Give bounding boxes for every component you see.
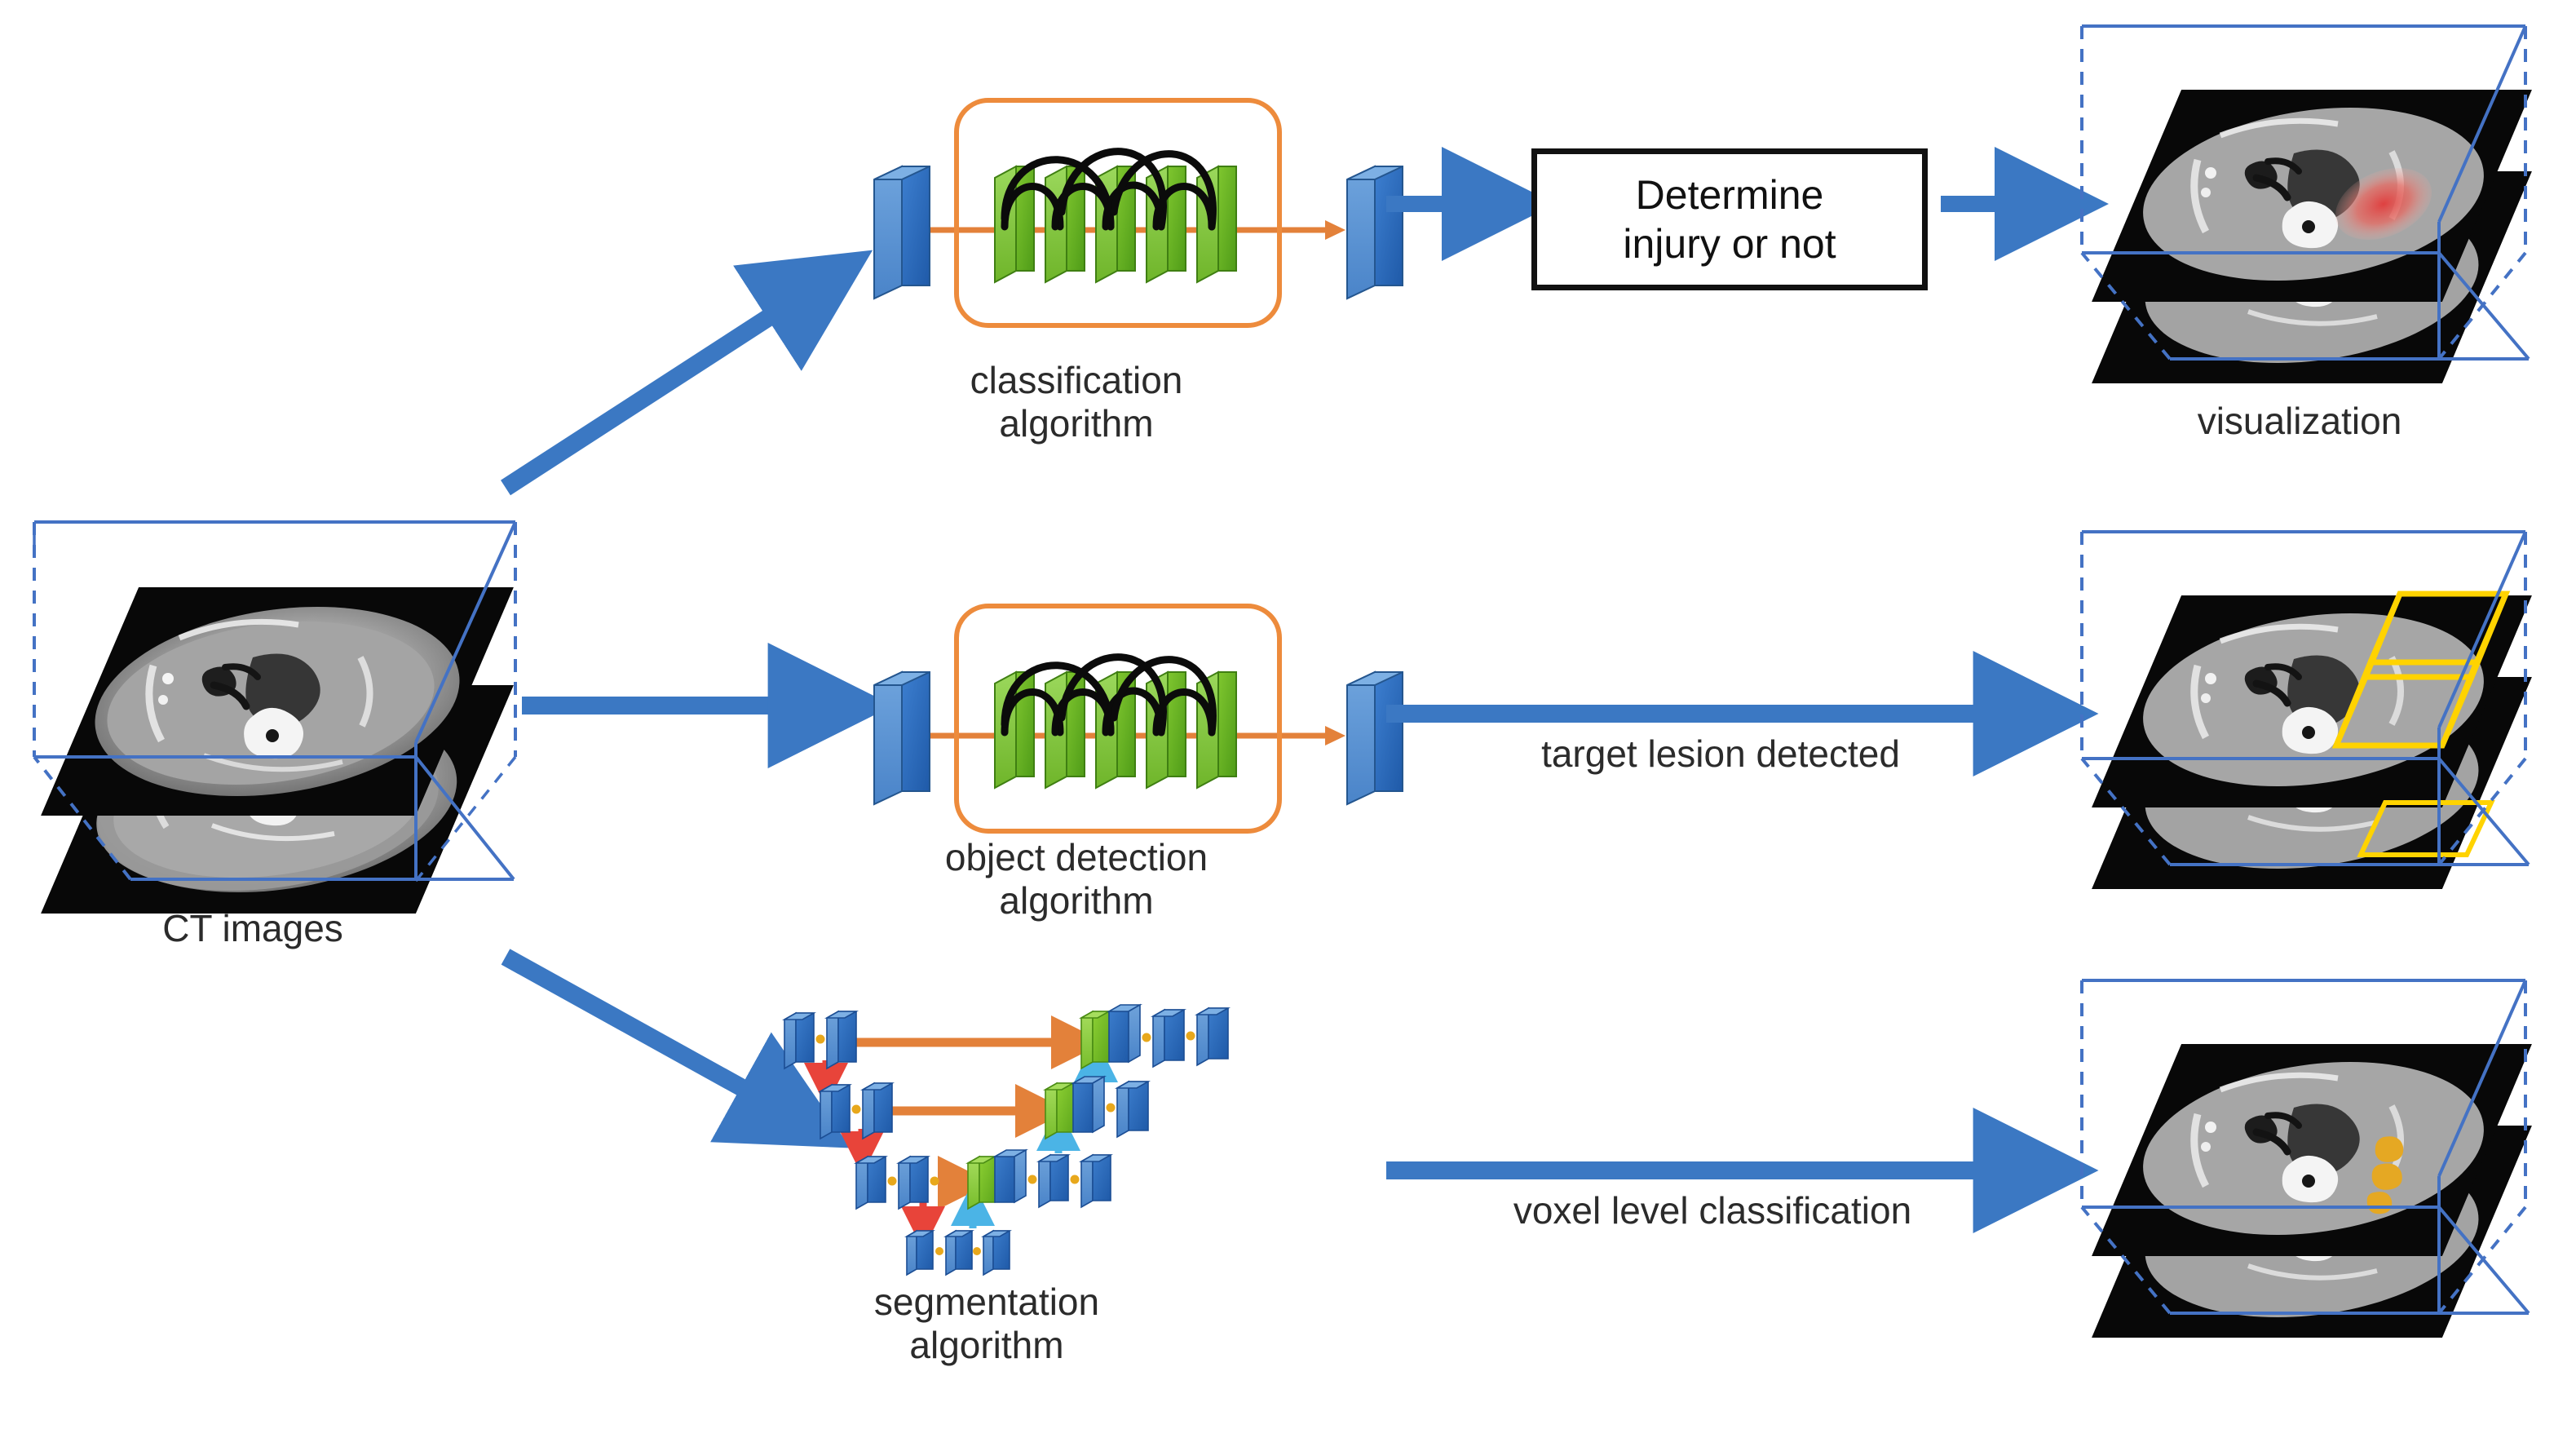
unet-level-4 [904,1229,1012,1276]
ct-volume-segmask-icon [2080,979,2532,1338]
detection-output-volume [2059,514,2565,897]
ct-volume-icon [33,520,517,914]
dense-skip-arcs [1001,148,1217,231]
ct-images-label: CT images [162,907,343,949]
segmentation-output-volume [2059,962,2565,1346]
downsample-arrows [804,1060,945,1250]
bounding-box-overlay [2331,591,2511,857]
unet-level-3 [853,1148,1114,1210]
output-feature-cube [1346,670,1403,806]
network-container-box [954,604,1282,834]
target-lesion-detected-label: target lesion detected [1541,732,1900,775]
input-feature-cube [873,165,930,300]
determine-injury-box: Determine injury or not [1531,148,1928,290]
classification-algorithm-label: classification algorithm [970,359,1183,445]
branch-arrow-segmentation [497,942,851,1148]
heatmap-overlay [2335,168,2432,240]
object-detection-network [856,587,1403,834]
branch-arrow-classification [489,250,873,514]
dense-cnn-layers [994,653,1237,790]
segmentation-algorithm-label: segmentation algorithm [873,1281,1100,1367]
dense-skip-arcs [1001,653,1217,737]
dense-cnn-layers [994,148,1237,284]
segmentation-unet [767,987,1451,1297]
branch-arrow-detection [522,643,894,768]
ct-volume-heatmap-icon [2080,24,2532,383]
object-detection-algorithm-label: object detection algorithm [944,836,1208,922]
unet-level-2 [817,1075,1151,1140]
arrow-detection-to-output [1386,651,2099,776]
network-container-box [954,98,1282,328]
ct-volume-bbox-icon [2080,530,2532,889]
arrow-segmentation-to-output [1386,1108,2099,1233]
voxel-level-classification-label: voxel level classification [1513,1189,1912,1232]
segmentation-mask-overlay [2366,1136,2404,1214]
ct-volume-input [8,498,546,922]
visualization-label: visualization [2197,400,2402,442]
classification-network [856,82,1403,328]
input-feature-cube [873,670,930,806]
arrow-to-visualization [1941,147,2109,261]
visualization-output-volume [2059,8,2565,392]
determine-injury-text: Determine injury or not [1623,172,1836,267]
unet-level-1 [781,1003,1231,1070]
arrow-to-decision-box [1386,147,1556,261]
